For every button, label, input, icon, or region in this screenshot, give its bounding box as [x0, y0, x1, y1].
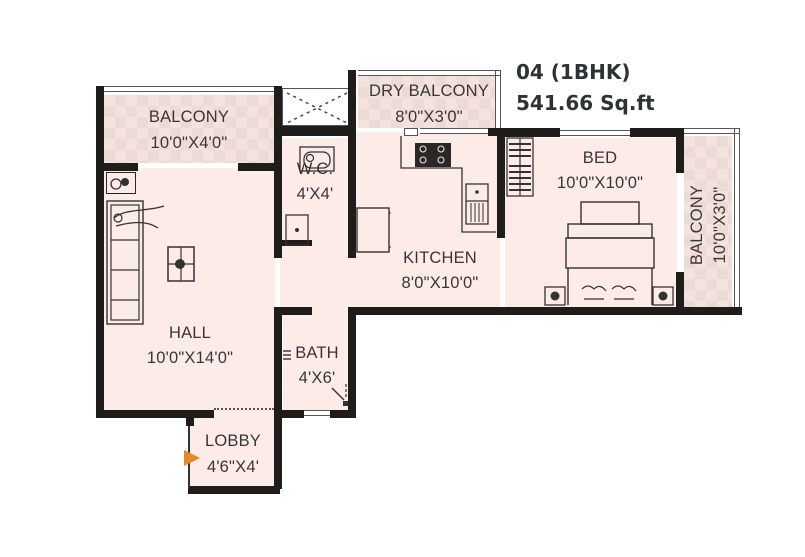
room-name-bath: BATH: [295, 344, 339, 362]
bed-balcony: [684, 136, 732, 310]
fridge-icon: [356, 207, 391, 253]
bedside-lamp-icon: [544, 286, 566, 306]
duct-cross-icon: [286, 92, 348, 124]
plant-icon: [106, 172, 136, 194]
kitchen-sink-icon: [465, 183, 489, 225]
wall-bed-top-right: [630, 128, 684, 137]
wall-bath-bottom-left: [282, 410, 304, 418]
hall-floor: [103, 168, 275, 410]
kitchen-window-frame: [404, 128, 418, 136]
wall-bed-top-left: [505, 128, 560, 137]
room-name-lobby: LOBBY: [204, 432, 262, 450]
wall-bed-right-top: [676, 128, 684, 173]
wall-lobby-bottom: [188, 486, 280, 494]
wall-hall-left: [96, 86, 104, 418]
hall-balcony: [104, 95, 274, 163]
wall-hall-wc: [274, 86, 282, 258]
room-name-kitchen: KITCHEN: [403, 249, 477, 267]
bed-window[interactable]: [560, 130, 630, 136]
dry-balcony-railing: [358, 70, 500, 76]
wall-wc-kitchen: [348, 70, 356, 258]
room-name-wc: W.C.: [296, 160, 334, 178]
room-size-wc: 4'X4': [296, 185, 334, 203]
room-size-bath: 4'X6': [298, 369, 336, 387]
center-table-icon: [167, 246, 195, 282]
double-bed-icon: [565, 201, 655, 305]
kitchen-platform: [400, 136, 496, 233]
wall-bed-right-bottom: [676, 272, 684, 310]
room-name-hall: HALL: [168, 324, 212, 342]
dry-balcony: [358, 76, 496, 128]
room-size-bed-balcony: 10'0"X3'0": [711, 186, 729, 264]
wall-wc-top: [282, 126, 352, 136]
stove-icon: [415, 143, 451, 167]
lobby-floor: [190, 410, 276, 490]
room-size-dry-balcony: 8'0"X3'0": [395, 108, 463, 126]
room-size-bed: 10'0"X10'0": [556, 174, 644, 192]
bath-window[interactable]: [304, 410, 330, 416]
bedside-lamp-icon: [652, 286, 674, 306]
room-name-dry-balcony: DRY BALCONY: [369, 82, 489, 100]
unit-area: 541.66 Sq.ft: [516, 91, 655, 115]
dry-balcony-railing-side: [495, 70, 501, 132]
wall-hall-bath: [274, 307, 282, 489]
hall-balcony-railing: [103, 86, 275, 92]
room-size-hall: 10'0"X14'0": [146, 349, 234, 367]
room-name-bed-balcony: BALCONY: [688, 184, 706, 266]
wall-hall-bottom: [96, 410, 214, 418]
bed-balcony-railing-top: [684, 128, 740, 134]
unit-title: 04 (1BHK): [516, 60, 631, 84]
toilet-icon: [299, 146, 335, 172]
washbasin-icon: [285, 214, 309, 246]
wardrobe-icon: [506, 137, 534, 197]
room-name-bed: BED: [582, 149, 618, 167]
sofa-icon: [106, 200, 165, 325]
wall-kitchen-bed: [497, 128, 505, 238]
kitchen-window[interactable]: [420, 128, 488, 134]
wall-balcony-right: [238, 163, 280, 171]
wall-bottom: [352, 307, 742, 315]
bath-tap-icon: [283, 350, 291, 360]
wall-bath-bottom-right: [330, 410, 356, 418]
wall-bath-right: [348, 307, 356, 417]
lobby-opening: [214, 408, 274, 410]
wall-wc-basin: [282, 240, 312, 246]
entry-arrow-icon[interactable]: [182, 448, 202, 468]
bed-balcony-railing: [734, 128, 740, 310]
wall-bath-top: [282, 307, 312, 315]
wall-lobby-left-stub: [186, 410, 194, 426]
room-size-lobby: 4'6"X4': [206, 458, 260, 476]
room-name-hall-balcony: BALCONY: [148, 108, 230, 126]
room-size-hall-balcony: 10'0"X4'0": [150, 134, 228, 152]
wall-balcony-left: [104, 163, 138, 171]
shower-icon: [331, 384, 348, 406]
room-size-kitchen: 8'0"X10'0": [401, 274, 479, 292]
duct-shaft: [282, 88, 350, 126]
